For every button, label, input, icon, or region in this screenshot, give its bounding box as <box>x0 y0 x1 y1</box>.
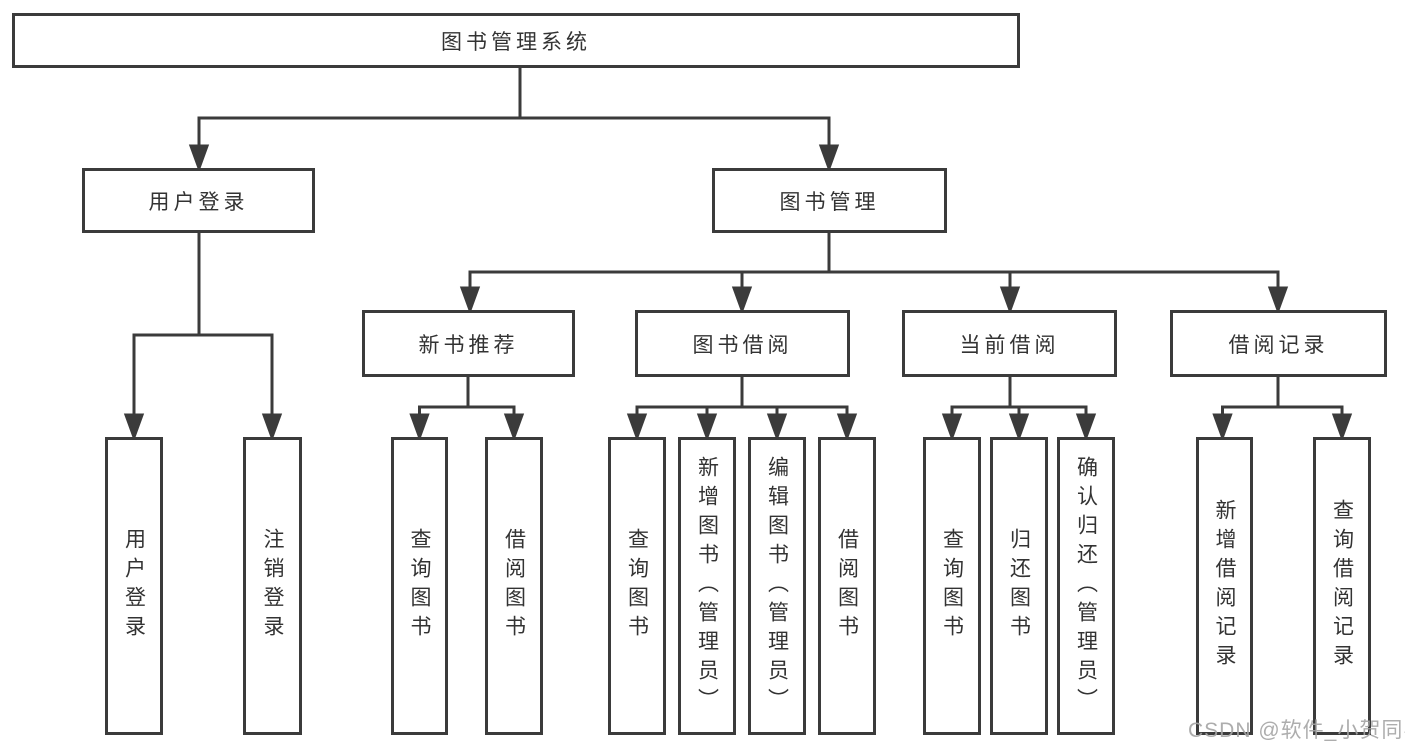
leaf-recommend-borrow-books: 借阅图书 <box>485 437 543 735</box>
leaf-label: 归还图书 <box>1007 528 1031 644</box>
arrowhead-icon <box>766 413 788 442</box>
arrowhead-icon <box>459 286 481 315</box>
arrowhead-icon <box>1267 286 1289 315</box>
node-label: 图书借阅 <box>692 333 793 357</box>
node-label: 图书管理 <box>779 190 880 214</box>
leaf-label: 查询图书 <box>940 528 964 644</box>
leaf-borrowing-borrow-books: 借阅图书 <box>818 437 876 735</box>
node-current-borrowing: 当前借阅 <box>902 310 1117 377</box>
leaf-logout: 注销登录 <box>243 437 302 735</box>
leaf-current-query-books: 查询图书 <box>923 437 981 735</box>
arrowhead-icon <box>1212 413 1233 442</box>
node-label: 用户登录 <box>148 190 249 214</box>
node-borrowing-records: 借阅记录 <box>1170 310 1387 377</box>
connector-borrowing-to-leaves <box>626 377 858 442</box>
leaf-current-confirm-return: 确认归还（管理员） <box>1057 437 1115 735</box>
node-label: 图书管理系统 <box>441 30 591 54</box>
arrowhead-icon <box>1331 413 1353 442</box>
node-label: 新书推荐 <box>418 333 519 357</box>
arrowhead-icon <box>818 144 840 173</box>
connector-login-to-leaves <box>123 233 283 442</box>
leaf-label: 借阅图书 <box>502 528 526 644</box>
arrowhead-icon <box>1075 413 1097 442</box>
arrowhead-icon <box>999 286 1021 315</box>
leaf-label: 注销登录 <box>261 528 285 644</box>
arrowhead-icon <box>836 413 858 442</box>
arrowhead-icon <box>626 413 648 442</box>
node-root-system: 图书管理系统 <box>12 13 1020 68</box>
connector-records-to-leaves <box>1212 377 1353 442</box>
leaf-label: 查询借阅记录 <box>1330 499 1354 673</box>
leaf-records-query-record: 查询借阅记录 <box>1313 437 1371 735</box>
leaf-recommend-query-books: 查询图书 <box>391 437 448 735</box>
node-new-book-recommend: 新书推荐 <box>362 310 575 377</box>
arrowhead-icon <box>1008 413 1030 442</box>
node-label: 借阅记录 <box>1228 333 1329 357</box>
connector-current-to-leaves <box>941 377 1097 442</box>
leaf-label: 查询图书 <box>625 528 649 644</box>
arrowhead-icon <box>731 286 753 315</box>
leaf-label: 查询图书 <box>408 528 432 644</box>
arrowhead-icon <box>696 413 718 442</box>
arrowhead-icon <box>188 144 210 173</box>
arrowhead-icon <box>261 413 283 442</box>
leaf-current-return-books: 归还图书 <box>990 437 1048 735</box>
leaf-label: 用户登录 <box>122 528 146 644</box>
connector-root-to-level2 <box>188 68 840 173</box>
arrowhead-icon <box>941 413 963 442</box>
leaf-records-add-record: 新增借阅记录 <box>1196 437 1253 735</box>
node-label: 当前借阅 <box>959 333 1060 357</box>
node-book-borrowing: 图书借阅 <box>635 310 850 377</box>
leaf-label: 新增图书（管理员） <box>695 455 719 717</box>
leaf-borrowing-edit-books: 编辑图书（管理员） <box>748 437 806 735</box>
arrowhead-icon <box>123 413 145 442</box>
node-user-login: 用户登录 <box>82 168 315 233</box>
leaf-borrowing-query-books: 查询图书 <box>608 437 666 735</box>
leaf-borrowing-add-books: 新增图书（管理员） <box>678 437 736 735</box>
leaf-label: 确认归还（管理员） <box>1074 455 1098 717</box>
node-book-management: 图书管理 <box>712 168 947 233</box>
connector-recommend-to-leaves <box>409 377 525 442</box>
leaf-label: 新增借阅记录 <box>1213 499 1237 673</box>
leaf-user-login: 用户登录 <box>105 437 163 735</box>
connector-management-to-level3 <box>459 233 1289 315</box>
arrowhead-icon <box>409 413 430 442</box>
leaf-label: 编辑图书（管理员） <box>765 455 789 717</box>
leaf-label: 借阅图书 <box>835 528 859 644</box>
csdn-watermark: CSDN @软件_小贺同学 <box>1188 719 1405 742</box>
arrowhead-icon <box>503 413 525 442</box>
